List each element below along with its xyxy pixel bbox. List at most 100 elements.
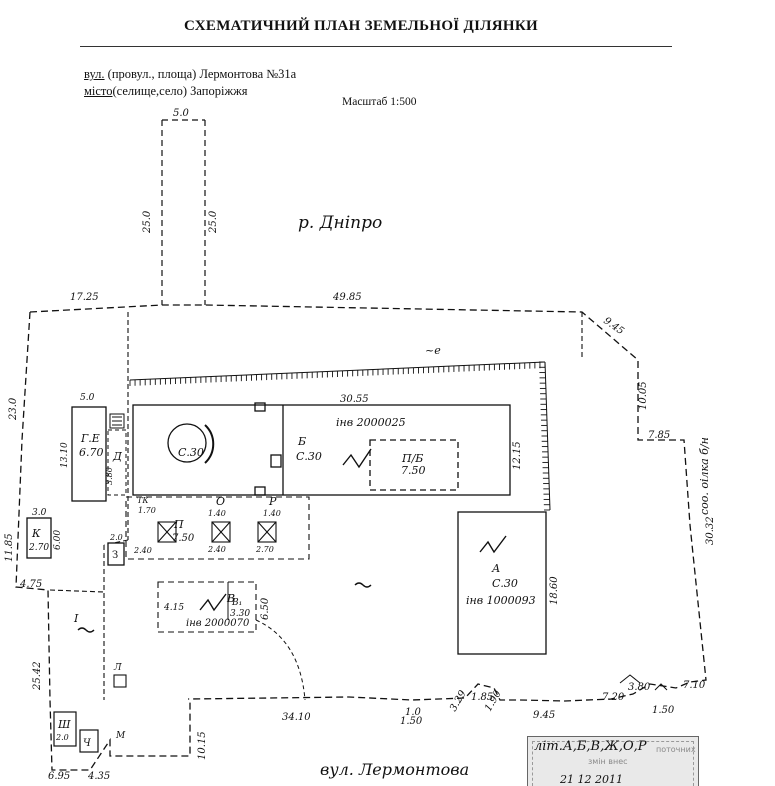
label-l: Л: [113, 663, 122, 673]
label-a-height: С.30: [492, 577, 518, 590]
dim-bottom-seg-a: 1.50: [400, 716, 423, 727]
label-d: Д: [112, 450, 123, 463]
label-m: М: [115, 731, 126, 741]
label-r: Р: [268, 495, 277, 508]
dim-building-a-depth: 18.60: [549, 576, 560, 605]
river-label: р. Дніпро: [298, 213, 382, 233]
label-d-h: 3.80: [105, 467, 114, 485]
dim-bottom-left-a: 6.95: [48, 771, 70, 782]
dim-right-diag: 9.45: [601, 315, 626, 337]
city-prefix: місто: [84, 84, 113, 98]
river-corridor: [161, 119, 206, 305]
dim-corridor-left: 25.0: [142, 210, 153, 234]
dim-building-b-depth: 12.15: [512, 441, 523, 470]
internal-lines: [49, 312, 583, 700]
dim-left-upper: 23.0: [8, 397, 19, 421]
label-v-inv: інв 2000070: [186, 618, 250, 629]
label-ge-depth: 13.10: [60, 442, 70, 468]
handwritten-marks: [77, 448, 507, 633]
dim-corridor-right: 25.0: [208, 210, 219, 234]
label-k-d: 6.00: [53, 530, 63, 550]
dim-small-1: 1.0: [405, 707, 422, 718]
label-sh: Ш: [57, 718, 71, 731]
label-ch: Ч: [83, 738, 91, 749]
stamp-date: 21 12 2011: [560, 773, 623, 786]
label-v-sub: В₁: [231, 598, 242, 608]
dimension-labels: 5.0 25.0 25.0 17.25 49.85 9.45 10.05 7.8…: [4, 108, 716, 782]
registration-stamp: поточних змін внес літ.А,Б,В,Ж,О,Р 21 12…: [527, 736, 699, 786]
building-v: [157, 581, 257, 633]
street-value: (провул., площа) Лермонтова №31а: [104, 67, 297, 81]
label-k-w: 3.0: [32, 508, 47, 518]
label-sh-h: 2.0: [55, 733, 69, 742]
dim-bottom-left-b: 4.35: [87, 771, 110, 782]
label-tk-h: 1.70: [138, 506, 156, 515]
label-tk: ТК: [137, 496, 149, 505]
label-i-marker: І: [73, 612, 79, 625]
stamp-handwriting: літ.А,Б,В,Ж,О,Р: [534, 739, 647, 754]
label-p: П: [173, 518, 184, 531]
building-ch: [79, 729, 99, 753]
building-a: [457, 511, 547, 655]
fence-hatch-marks: [129, 361, 550, 511]
building-labels: С.30 Б С.30 інв 2000025 П/Б 7.50 А С.30 …: [28, 344, 536, 749]
dim-vert-lower: 10.15: [197, 731, 208, 760]
stamp-printed-1: поточних: [656, 745, 696, 754]
label-o-h: 1.40: [208, 509, 226, 518]
city-address: місто(селище,село) Запоріжжя: [84, 84, 247, 99]
dim-left-lower: 11.85: [4, 533, 15, 562]
building-ge: [71, 406, 107, 502]
label-sq2: 2.40: [207, 545, 226, 554]
label-ge-width: 5.0: [80, 393, 95, 403]
gate-arc: [255, 619, 306, 701]
label-ge-height: 6.70: [79, 446, 104, 459]
stairs-ge: [109, 413, 125, 429]
dim-bottom-seg-f: 7.20: [602, 692, 625, 703]
label-sq1: 2.40: [133, 546, 152, 555]
label-z: З: [112, 550, 118, 561]
dim-bottom-seg-i: 1.50: [652, 705, 675, 716]
label-v-h: 4.15: [163, 603, 184, 613]
label-a-letter: А: [491, 562, 500, 575]
building-d: [107, 429, 127, 496]
dim-bottom-seg-g: 3.80: [628, 682, 651, 693]
label-ge: Г.Е: [80, 432, 100, 445]
dim-bottom-seg-h: 7.10: [683, 680, 706, 691]
label-v: В: [226, 592, 235, 605]
label-b-inner-h: 7.50: [401, 464, 426, 477]
title-underline: [80, 46, 672, 47]
dim-bottom-seg-b: 3.29: [448, 688, 469, 713]
label-b-letter: Б: [297, 435, 306, 448]
label-k-h: 2.70: [28, 543, 49, 553]
city-value: (селище,село) Запоріжжя: [112, 84, 248, 98]
dim-top-left-width: 5.0: [173, 108, 190, 119]
parcel-boundary: [15, 304, 707, 771]
stamp-printed-2: змін внес: [588, 757, 628, 766]
label-fence: ~е: [425, 344, 441, 357]
annex-row: [125, 496, 310, 560]
label-round-tank: С.30: [178, 446, 204, 459]
label-b-height: С.30: [296, 450, 322, 463]
label-b-inv: інв 2000025: [336, 416, 406, 429]
dim-right-step: 7.85: [648, 430, 670, 441]
label-b-inner: П/Б: [401, 452, 423, 465]
stamp-frame: [532, 741, 694, 786]
label-p-h: 7.50: [172, 533, 195, 544]
label-z-w: 2.0: [109, 533, 123, 542]
building-sh: [53, 711, 77, 747]
street-plan-label: вул. Лермонтова: [320, 760, 469, 779]
dim-right-upper: 10.05: [638, 381, 649, 410]
street-prefix: вул.: [84, 67, 105, 81]
scale-label: Масштаб 1:500: [342, 96, 417, 108]
dim-bottom-main: 34.10: [282, 712, 311, 723]
building-b: [132, 402, 511, 496]
dim-left-step: 4.75: [19, 579, 42, 590]
building-k: [26, 517, 52, 559]
label-v-sub-h: 3.30: [230, 609, 250, 619]
building-l: [113, 674, 127, 688]
label-r-h: 1.40: [263, 509, 281, 518]
document-title: СХЕМАТИЧНИЙ ПЛАН ЗЕМЕЛЬНОЇ ДІЛЯНКИ: [184, 18, 538, 34]
dim-bottom-seg-e: 9.45: [533, 710, 555, 721]
gate-markers: [619, 674, 668, 691]
